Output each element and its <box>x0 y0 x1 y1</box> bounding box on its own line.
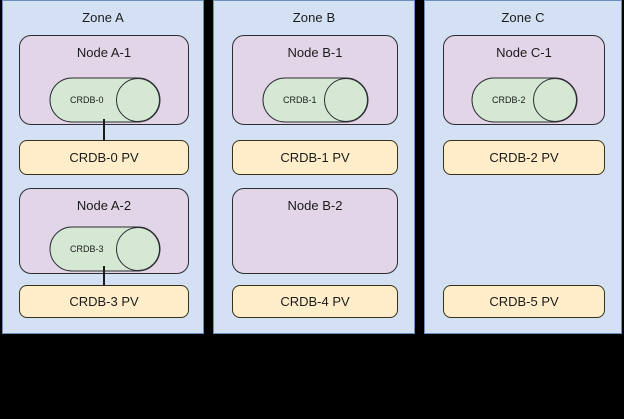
node-label-a-2: Node A-2 <box>76 198 132 213</box>
pv-box-crdb-1[interactable]: CRDB-1 PV <box>232 140 398 175</box>
database-cylinder-crdb-3[interactable]: CRDB-3 <box>49 226 161 272</box>
pv-box-crdb-2[interactable]: CRDB-2 PV <box>443 140 605 175</box>
zone-title-a: Zone A <box>82 10 124 25</box>
connector-crdb-3-to-pv <box>103 266 105 286</box>
zone-title-b: Zone B <box>292 10 336 25</box>
node-box-b-2[interactable]: Node B-2 <box>232 188 398 274</box>
pv-box-crdb-3[interactable]: CRDB-3 PV <box>19 285 189 318</box>
pv-box-crdb-4[interactable]: CRDB-4 PV <box>232 285 398 318</box>
database-cylinder-crdb-1[interactable]: CRDB-1 <box>262 77 369 123</box>
database-cylinder-crdb-0[interactable]: CRDB-0 <box>49 77 161 123</box>
node-label-c-1: Node C-1 <box>496 45 552 60</box>
zone-title-c: Zone C <box>501 10 545 25</box>
zone-panel-c[interactable]: Zone C Node C-1 CRDB-2 CRDB-2 PV CRDB-5 … <box>424 0 622 334</box>
pv-box-crdb-5[interactable]: CRDB-5 PV <box>443 285 605 318</box>
database-cylinder-crdb-2[interactable]: CRDB-2 <box>471 77 578 123</box>
node-box-a-1[interactable]: Node A-1 CRDB-0 <box>19 35 189 125</box>
zone-panel-a[interactable]: Zone A Node A-1 CRDB-0 CRDB-0 PV Node A-… <box>2 0 204 334</box>
connector-crdb-0-to-pv <box>103 119 105 141</box>
pv-box-crdb-0[interactable]: CRDB-0 PV <box>19 140 189 175</box>
node-label-a-1: Node A-1 <box>76 45 132 60</box>
node-box-c-1[interactable]: Node C-1 CRDB-2 <box>443 35 605 125</box>
node-label-b-1: Node B-1 <box>287 45 343 60</box>
node-box-a-2[interactable]: Node A-2 CRDB-3 <box>19 188 189 274</box>
node-label-b-2: Node B-2 <box>287 198 343 213</box>
zone-panel-b[interactable]: Zone B Node B-1 CRDB-1 CRDB-1 PV Node B-… <box>213 0 528 334</box>
node-box-b-1[interactable]: Node B-1 CRDB-1 <box>232 35 398 125</box>
